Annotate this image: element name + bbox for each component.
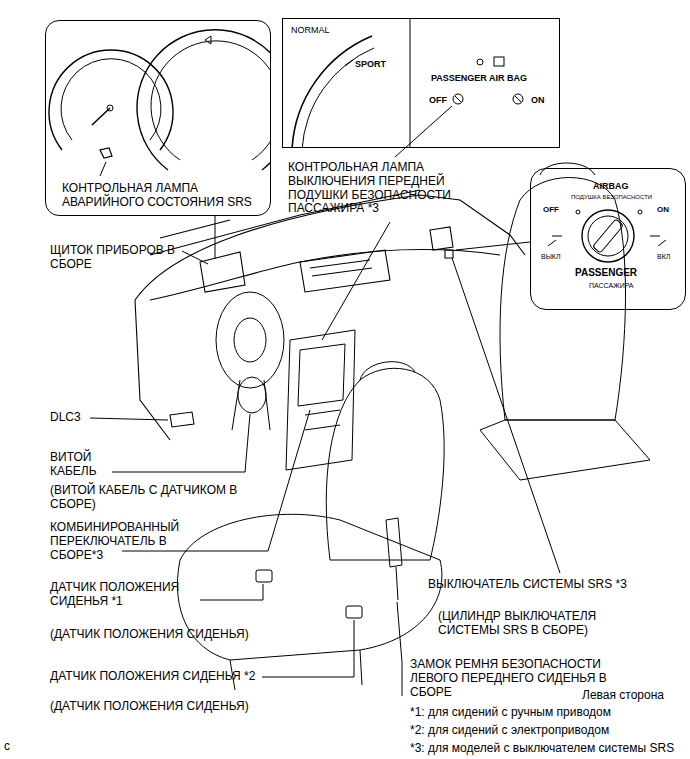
part-subname: (ЦИЛИНДР ВЫКЛЮЧАТЕЛЯ СИСТЕМЫ SRS В СБОРЕ… [438, 610, 638, 638]
dashboard-outline [135, 190, 525, 440]
footnote: *2: для сидений с электроприводом [410, 724, 686, 738]
inset-text: ПОДУШКА БЕЗОПАСНОСТИ [571, 194, 652, 201]
inset-text: OFF [429, 95, 447, 105]
inset-text: PASSENGER [575, 267, 637, 279]
inset-text: ВЫКЛ [541, 253, 561, 261]
part-label: ВЫКЛЮЧАТЕЛЬ СИСТЕМЫ SRS *3 [428, 578, 678, 592]
part-label: ДАТЧИК ПОЛОЖЕНИЯ СИДЕНЬЯ *2 [50, 670, 290, 684]
part-label: ВИТОЙ КАБЕЛЬ [50, 451, 120, 479]
inset-caption: КОНТРОЛЬНАЯ ЛАМПА ВЫКЛЮЧЕНИЯ ПЕРЕДНЕЙ ПО… [288, 161, 488, 216]
inset-text: NORMAL [291, 25, 330, 35]
meter-arc [292, 36, 374, 147]
seat-belt-buckle [386, 518, 402, 600]
footnote: *1: для сидений с ручным приводом [410, 706, 686, 720]
steering-wheel [216, 292, 284, 430]
inset-text: PASSENGER AIR BAG [431, 73, 527, 83]
footnote: *3: для моделей с выключателем системы S… [410, 742, 686, 756]
switch-inset: AIRBAG ПОДУШКА БЕЗОПАСНОСТИ OFF ON ВЫКЛ ВКЛ PA… [530, 168, 686, 310]
side-note: Левая сторона [582, 689, 682, 703]
inset-text: КОНТРОЛЬНАЯ ЛАМПА АВАРИЙНОГО СОСТОЯНИЯ S… [62, 182, 262, 210]
leader-line [395, 106, 452, 157]
passenger-seat [480, 163, 650, 480]
cluster-inset: КОНТРОЛЬНАЯ ЛАМПА АВАРИЙНОГО СОСТОЯНИЯ S… [45, 20, 271, 216]
inset-text: ON [531, 95, 545, 105]
inset-text: ON [657, 205, 669, 214]
part-subname: (ВИТОЙ КАБЕЛЬ С ДАТЧИКОМ В СБОРЕ) [50, 484, 265, 512]
inset-text: SPORT [355, 59, 386, 69]
part-label: DLC3 [50, 411, 110, 425]
leader-line [100, 162, 106, 176]
part-label: ДАТЧИК ПОЛОЖЕНИЯ СИДЕНЬЯ *1 [50, 581, 195, 609]
part-label: КОМБИНИРОВАННЫЙ ПЕРЕКЛЮЧАТЕЛЬ В СБОРЕ*3 [50, 521, 190, 562]
part-subname: (ДАТЧИК ПОЛОЖЕНИЯ СИДЕНЬЯ) [50, 700, 270, 714]
indicator-inset: NORMALSPORTPASSENGER AIR BAGOFFONКОНТРОЛ… [282, 18, 560, 148]
cluster-gauges [49, 30, 270, 170]
figure-code: c [4, 740, 24, 754]
inset-text: AIRBAG [593, 181, 629, 191]
inset-text: OFF [543, 205, 559, 214]
part-subname: (ДАТЧИК ПОЛОЖЕНИЯ СИДЕНЬЯ) [50, 628, 270, 642]
inset-text: ПАССАЖИРА [589, 282, 634, 290]
panel-divider [410, 19, 411, 147]
srs-key-cylinder [548, 210, 666, 262]
part-label: ЩИТОК ПРИБОРОВ В СБОРЕ [50, 244, 180, 272]
inset-text: ВКЛ [657, 253, 670, 261]
center-console [286, 330, 355, 470]
